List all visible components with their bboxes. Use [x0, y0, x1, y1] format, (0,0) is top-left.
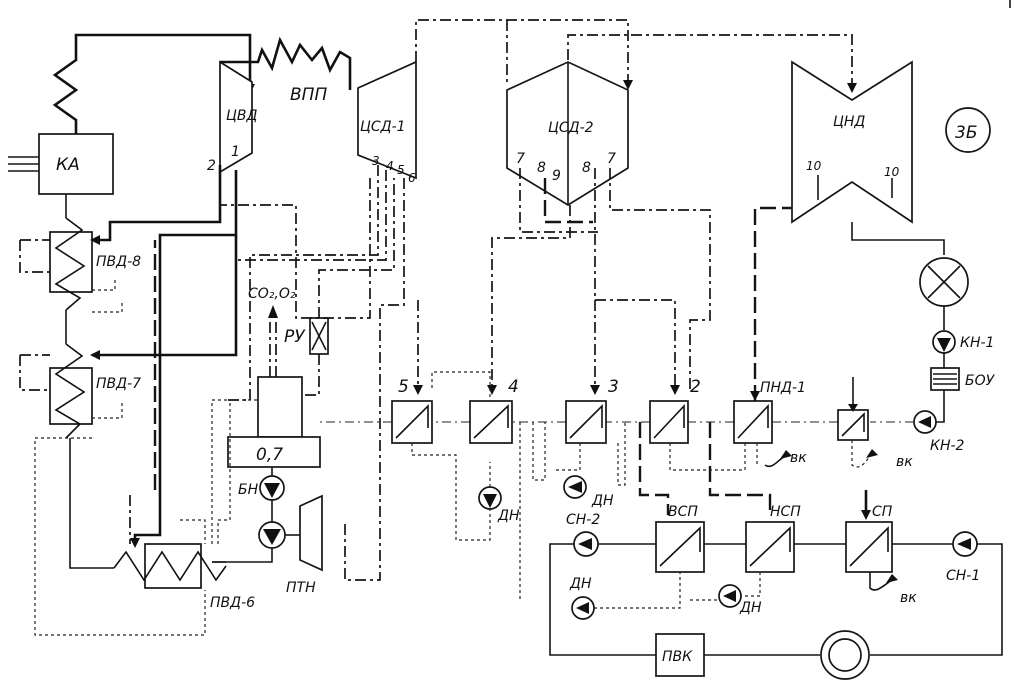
network-pump-1: СН-1: [946, 531, 980, 584]
lp-heater-4: 4: [469, 377, 519, 444]
ip-cylinder-2-label: ЦСД-2: [548, 120, 594, 136]
ip2-extraction-8a: 8: [537, 160, 546, 176]
lp-heater-5: 5: [391, 377, 433, 444]
reheat-line: ВПП: [220, 36, 352, 105]
ip1-extraction-4: 4: [386, 159, 394, 173]
drain-pump-network-b-label: ДН: [739, 600, 762, 616]
ip1-extraction-5: 5: [397, 163, 405, 177]
badge: 3Б: [945, 107, 991, 153]
hp-heater-7: ПВД-7: [49, 343, 141, 439]
deaerator-outlet-label: CO₂,O₂: [248, 286, 296, 302]
crossover-lines: [415, 19, 857, 93]
hp-extraction-2: 2: [207, 158, 216, 174]
network-pump-2: СН-2: [566, 512, 600, 557]
lp-extraction-10a: 10: [806, 159, 822, 173]
deaerator-pressure-label: 0,7: [256, 445, 283, 465]
ip1-extraction-6: 6: [408, 171, 416, 185]
hp-cylinder-label: ЦВД: [226, 108, 257, 124]
feed-pump: ПТН: [212, 494, 323, 596]
condenser: [919, 257, 969, 330]
ip2-extraction-7a: 7: [516, 151, 525, 167]
reheater-label: ВПП: [290, 85, 327, 105]
lp-heater-4-label: 4: [508, 377, 519, 397]
drain-pump-network-b: ДН: [718, 584, 762, 616]
lp-heater-1: ПНД-1: [733, 380, 806, 444]
upper-heater: ВСП: [638, 422, 705, 573]
water-out-lp1: вк: [764, 450, 807, 468]
ip2-extraction-8b: 8: [582, 160, 591, 176]
feedwater-line: [65, 194, 226, 569]
reducing-unit-label: РУ: [284, 327, 306, 347]
ip2-extraction-9: 9: [552, 168, 561, 184]
network-pump-1-label: СН-1: [946, 568, 980, 584]
badge-label: 3Б: [955, 123, 977, 143]
hp-heater-8-label: ПВД-8: [96, 254, 141, 270]
hp-number-label: 1: [231, 144, 240, 160]
drain-pump-lp4-label: ДН: [497, 508, 520, 524]
peak-heater-label: СП: [872, 504, 893, 520]
ip1-extraction-3: 3: [372, 154, 380, 168]
lp-extraction-lines: [344, 168, 792, 581]
lp-heater-2: 2: [649, 377, 701, 444]
hp-extraction-lines: [90, 165, 371, 548]
gland-cooler: [837, 377, 869, 441]
heat-consumer: [820, 630, 870, 680]
water-out-lp1-label: вк: [790, 450, 807, 466]
drain-pump-network-a-label: ДН: [569, 576, 592, 592]
ip-cylinder-1: ЦСД-1 3 4 5 6: [357, 60, 417, 185]
upper-heater-label: ВСП: [668, 504, 698, 520]
lower-heater-label: НСП: [770, 504, 801, 520]
ip2-extraction-7b: 7: [607, 151, 616, 167]
lp-drain-lines: [411, 371, 878, 600]
lp-heater-2-label: 2: [690, 377, 701, 397]
lp-heater-3-label: 3: [608, 377, 619, 397]
drain-pump-lp3: ДН: [563, 475, 614, 509]
peak-boiler-label: ПВК: [662, 649, 693, 665]
ip-cylinder-2: ЦСД-2 7 8 9 8 7: [506, 61, 629, 206]
peak-heater: СП вк: [845, 490, 917, 606]
condensate-pump-1: КН-1: [932, 330, 994, 354]
ip1-extraction-lines: [228, 165, 387, 401]
lp-extraction-10b: 10: [884, 165, 900, 179]
booster-pump: БН: [238, 467, 285, 522]
hp-heater-6-label: ПВД-6: [210, 595, 255, 611]
water-out-kn2-label: вк: [896, 454, 913, 470]
drain-pump-lp4: ДН: [478, 486, 520, 524]
boiler-ka: КА: [8, 133, 114, 195]
ip-cylinder-1-label: ЦСД-1: [360, 119, 406, 135]
condensate-polishing-label: БОУ: [965, 373, 996, 389]
lp-cylinder: ЦНД 10 10: [791, 60, 945, 255]
hp-heater-6: ПВД-6: [113, 543, 255, 611]
condensate-pump-2-label: КН-2: [930, 438, 965, 454]
feed-pump-turbine-label: ПТН: [286, 580, 316, 596]
hp-drain-lines: [19, 239, 258, 636]
network-water-loop: [549, 543, 1003, 656]
booster-pump-label: БН: [238, 482, 259, 498]
drain-pump-network-a: ДН: [569, 576, 595, 620]
condensate-pump-1-label: КН-1: [960, 335, 994, 351]
lp-heater-3: 3: [565, 377, 619, 444]
drain-pump-lp3-label: ДН: [591, 493, 614, 509]
water-out-peak-label: вк: [900, 590, 917, 606]
condensate-pump-2: КН-2: [913, 410, 965, 454]
lp-heater-5-label: 5: [398, 377, 409, 397]
condensate-polishing: БОУ: [930, 353, 996, 413]
lp-cylinder-label: ЦНД: [833, 114, 865, 130]
lp-heater-1-label: ПНД-1: [760, 380, 806, 396]
boiler-label: КА: [56, 155, 80, 175]
hp-heater-7-label: ПВД-7: [96, 376, 141, 392]
hp-heater-8: ПВД-8: [49, 217, 141, 311]
deaerator: 0,7 CO₂,O₂: [227, 286, 321, 468]
peak-boiler: ПВК: [655, 633, 705, 677]
lower-heater: НСП: [708, 422, 801, 573]
network-pump-2-label: СН-2: [566, 512, 600, 528]
hp-cylinder: ЦВД 1 2: [207, 60, 257, 174]
